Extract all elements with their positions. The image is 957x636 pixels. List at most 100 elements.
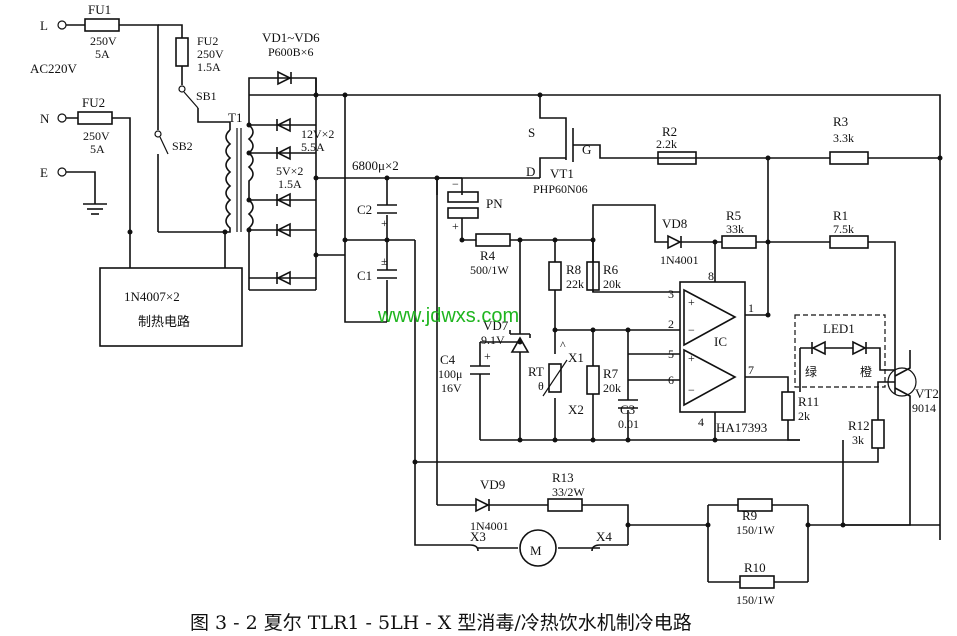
r12-label: R12 bbox=[848, 418, 870, 433]
svg-text:+: + bbox=[452, 219, 459, 233]
vd-part: P600B×6 bbox=[268, 45, 313, 59]
fuse-fu1 bbox=[84, 18, 120, 32]
vt1-g: G bbox=[582, 142, 591, 157]
diode-vd3-icon bbox=[276, 145, 291, 161]
vt2-part: 9014 bbox=[912, 401, 936, 415]
x3-label: X3 bbox=[470, 529, 486, 544]
svg-text:+: + bbox=[484, 349, 491, 363]
vt1-label: VT1 bbox=[550, 166, 574, 181]
led-orange-icon bbox=[852, 340, 867, 356]
fu1-amp: 5A bbox=[95, 47, 110, 61]
c4-value: 100μ bbox=[438, 367, 462, 381]
t1-label: T1 bbox=[228, 110, 242, 125]
switch-sb1 bbox=[183, 91, 199, 109]
diode-vd8-icon bbox=[667, 234, 682, 250]
diode-vd9-icon bbox=[475, 497, 490, 513]
svg-text:−: − bbox=[452, 177, 459, 191]
sb2-label: SB2 bbox=[172, 139, 193, 153]
r4-label: R4 bbox=[480, 248, 496, 263]
pin-4: 4 bbox=[698, 415, 704, 429]
led-green-icon bbox=[811, 340, 826, 356]
ground-icon bbox=[83, 203, 107, 215]
switch-sb2 bbox=[159, 136, 169, 155]
pin-7: 7 bbox=[748, 363, 754, 377]
diode-vd5-icon bbox=[276, 222, 291, 238]
c1-label: C1 bbox=[357, 268, 372, 283]
terminal-l bbox=[57, 20, 67, 30]
sb1-label: SB1 bbox=[196, 89, 217, 103]
ic-body bbox=[679, 281, 746, 413]
rectifier-diodes: VD1~VD6 P600B×6 12V×2 5.5A 5V×2 1.5A bbox=[248, 30, 334, 291]
r10-label: R10 bbox=[744, 560, 766, 575]
svg-text:−: − bbox=[688, 323, 695, 337]
r1-label: R1 bbox=[833, 208, 848, 223]
r13-label: R13 bbox=[552, 470, 574, 485]
r10-value: 150/1W bbox=[736, 593, 775, 607]
figure-caption: 图 3 - 2 夏尔 TLR1 - 5LH - X 型消毒/冷热饮水机制冷电路 bbox=[190, 612, 692, 634]
c3-value: 0.01 bbox=[618, 417, 639, 431]
fu2b-label: FU2 bbox=[82, 95, 105, 110]
pin-8: 8 bbox=[708, 269, 714, 283]
vd7-value: 9.1V bbox=[481, 333, 505, 347]
r2-value: 2.2k bbox=[656, 137, 677, 151]
diode-vd4-icon bbox=[276, 192, 291, 208]
r9-label: R9 bbox=[742, 508, 757, 523]
pin-3: 3 bbox=[668, 287, 674, 301]
zener-vd7-icon bbox=[509, 330, 531, 353]
svg-text:^: ^ bbox=[560, 338, 566, 352]
transformer-t1: T1 bbox=[225, 95, 254, 290]
vd7-label: VD7 bbox=[483, 318, 509, 333]
pin-1: 1 bbox=[748, 301, 754, 315]
r9-value: 150/1W bbox=[736, 523, 775, 537]
r8-label: R8 bbox=[566, 262, 581, 277]
label-e: E bbox=[40, 165, 48, 180]
pin-5: 5 bbox=[668, 347, 674, 361]
fu2b-amp: 5A bbox=[90, 142, 105, 156]
rt-theta: θ bbox=[538, 379, 544, 393]
r5-label: R5 bbox=[726, 208, 741, 223]
fuse-fu2-n bbox=[77, 111, 113, 125]
heating-label: 制热电路 bbox=[138, 314, 190, 329]
r8-value: 22k bbox=[566, 277, 584, 291]
a55-label: 5.5A bbox=[301, 140, 325, 154]
watermark: www.jdwxs.com bbox=[377, 305, 519, 327]
thermistor-rt bbox=[548, 363, 562, 393]
x4-label: X4 bbox=[596, 529, 612, 544]
pin-6: 6 bbox=[668, 373, 674, 387]
v5-label: 5V×2 bbox=[276, 164, 303, 178]
ac-label: AC220V bbox=[30, 61, 78, 76]
indicator-section: LED1 绿 橙 R11 2k VT2 9014 R12 3k bbox=[415, 314, 939, 526]
peltier-pn: − + PN bbox=[436, 177, 503, 505]
motor-section: VD9 1N4001 R13 33/2W X3 M X4 R9 150/1W R… bbox=[412, 240, 940, 607]
comparator-2-icon bbox=[683, 348, 737, 407]
fu2a-label: FU2 bbox=[197, 34, 218, 48]
diode-vd1-icon bbox=[277, 70, 292, 86]
control-left: R4 500/1W R8 22k R6 20k VD7 9.1V + C4 bbox=[438, 233, 800, 443]
terminal-e bbox=[57, 167, 67, 177]
rt-label: RT bbox=[528, 364, 544, 379]
mosfet-vt1: S G D VT1 PHP60N06 bbox=[526, 95, 768, 196]
fu1-label: FU1 bbox=[88, 2, 111, 17]
mains-section: L N E FU1 250V 5A AC220V FU2 250V 1.5A S… bbox=[30, 2, 243, 347]
v12-label: 12V×2 bbox=[301, 127, 334, 141]
r11-value: 2k bbox=[798, 409, 810, 423]
led1-box bbox=[794, 314, 886, 388]
svg-text:+: + bbox=[688, 351, 695, 365]
a15-label: 1.5A bbox=[278, 177, 302, 191]
r3-label: R3 bbox=[833, 114, 848, 129]
vt1-d: D bbox=[526, 164, 535, 179]
vd9-part: 1N4001 bbox=[470, 519, 509, 533]
r12-value: 3k bbox=[852, 433, 864, 447]
fu2a-rating: 250V bbox=[197, 47, 224, 61]
r7-label: R7 bbox=[603, 366, 619, 381]
terminal-n bbox=[57, 113, 67, 123]
vt2-label: VT2 bbox=[915, 386, 939, 401]
led-green-label: 绿 bbox=[805, 364, 817, 379]
motor-icon bbox=[519, 529, 557, 567]
c4-label: C4 bbox=[440, 352, 456, 367]
r3-value: 3.3k bbox=[833, 131, 854, 145]
fu2b-rating: 250V bbox=[83, 129, 110, 143]
r2-label: R2 bbox=[662, 124, 677, 139]
diode-vd6-icon bbox=[276, 270, 291, 286]
x1-label: X1 bbox=[568, 350, 584, 365]
